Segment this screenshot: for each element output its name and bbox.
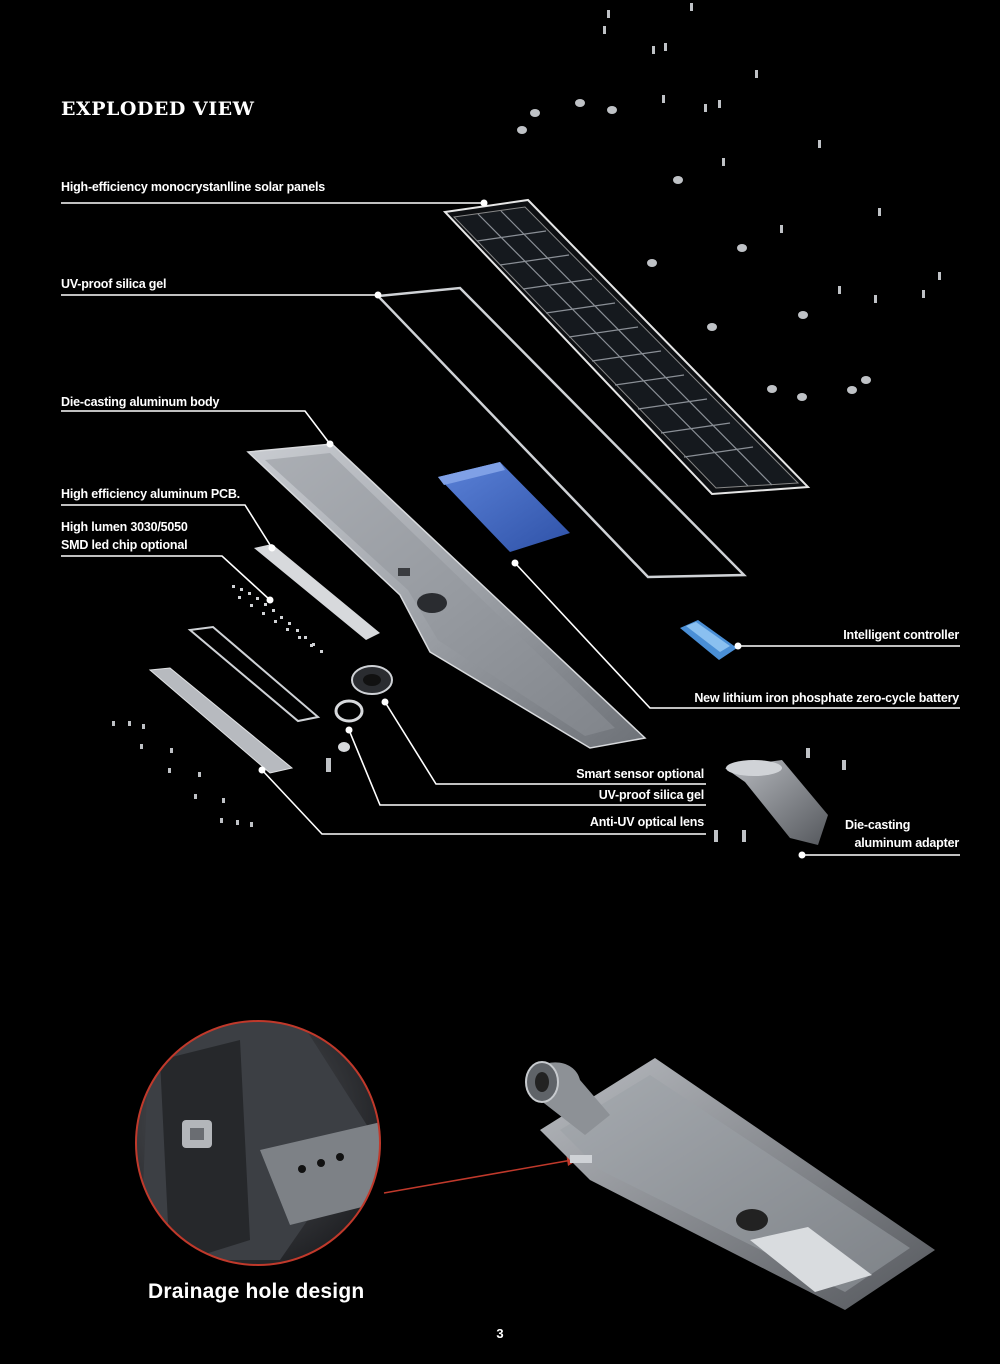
aluminum-pcb: [254, 544, 380, 640]
drainage-detail-closeup: [135, 1020, 381, 1266]
solar-panel: [442, 198, 811, 496]
leader-lines: [61, 202, 960, 856]
page-title: EXPLODED VIEW: [61, 98, 255, 120]
label-uv-proof-gel-top: UV-proof silica gel: [61, 277, 167, 291]
intelligent-controller: [680, 620, 737, 660]
floating-screws: [326, 3, 941, 842]
aluminum-body: [246, 443, 647, 749]
label-aluminum-pcb: High efficiency aluminum PCB.: [61, 487, 240, 501]
label-adapter-line2: aluminum adapter: [854, 836, 960, 850]
lens-gasket: [187, 625, 321, 723]
label-led-chip-line2: SMD led chip optional: [61, 538, 188, 552]
label-adapter-line1: Die-casting: [845, 818, 911, 832]
drainage-caption: Drainage hole design: [148, 1280, 365, 1303]
small-lens: [338, 742, 350, 752]
assembled-street-light: [525, 1058, 935, 1310]
optical-lens: [148, 667, 294, 774]
silica-gel-gasket: [375, 286, 747, 579]
label-battery: New lithium iron phosphate zero-cycle ba…: [694, 691, 959, 705]
battery: [438, 462, 570, 552]
smart-sensor: [351, 665, 393, 695]
silica-gel-ring: [334, 699, 364, 723]
label-uv-proof-gel-bottom: UV-proof silica gel: [598, 788, 704, 802]
page-number: 3: [496, 1326, 504, 1341]
detail-pointer-line: [383, 1159, 573, 1194]
label-smart-sensor: Smart sensor optional: [576, 767, 704, 781]
label-solar-panels: High-efficiency monocrystanlline solar p…: [61, 180, 325, 194]
label-intelligent-controller: Intelligent controller: [843, 628, 959, 642]
label-optical-lens: Anti-UV optical lens: [589, 815, 704, 829]
aluminum-adapter: [725, 760, 828, 845]
led-chips: [232, 585, 323, 653]
label-die-casting-body: Die-casting aluminum body: [61, 395, 220, 409]
label-led-chip-line1: High lumen 3030/5050: [61, 520, 188, 534]
bottom-left-screws: [112, 721, 253, 827]
